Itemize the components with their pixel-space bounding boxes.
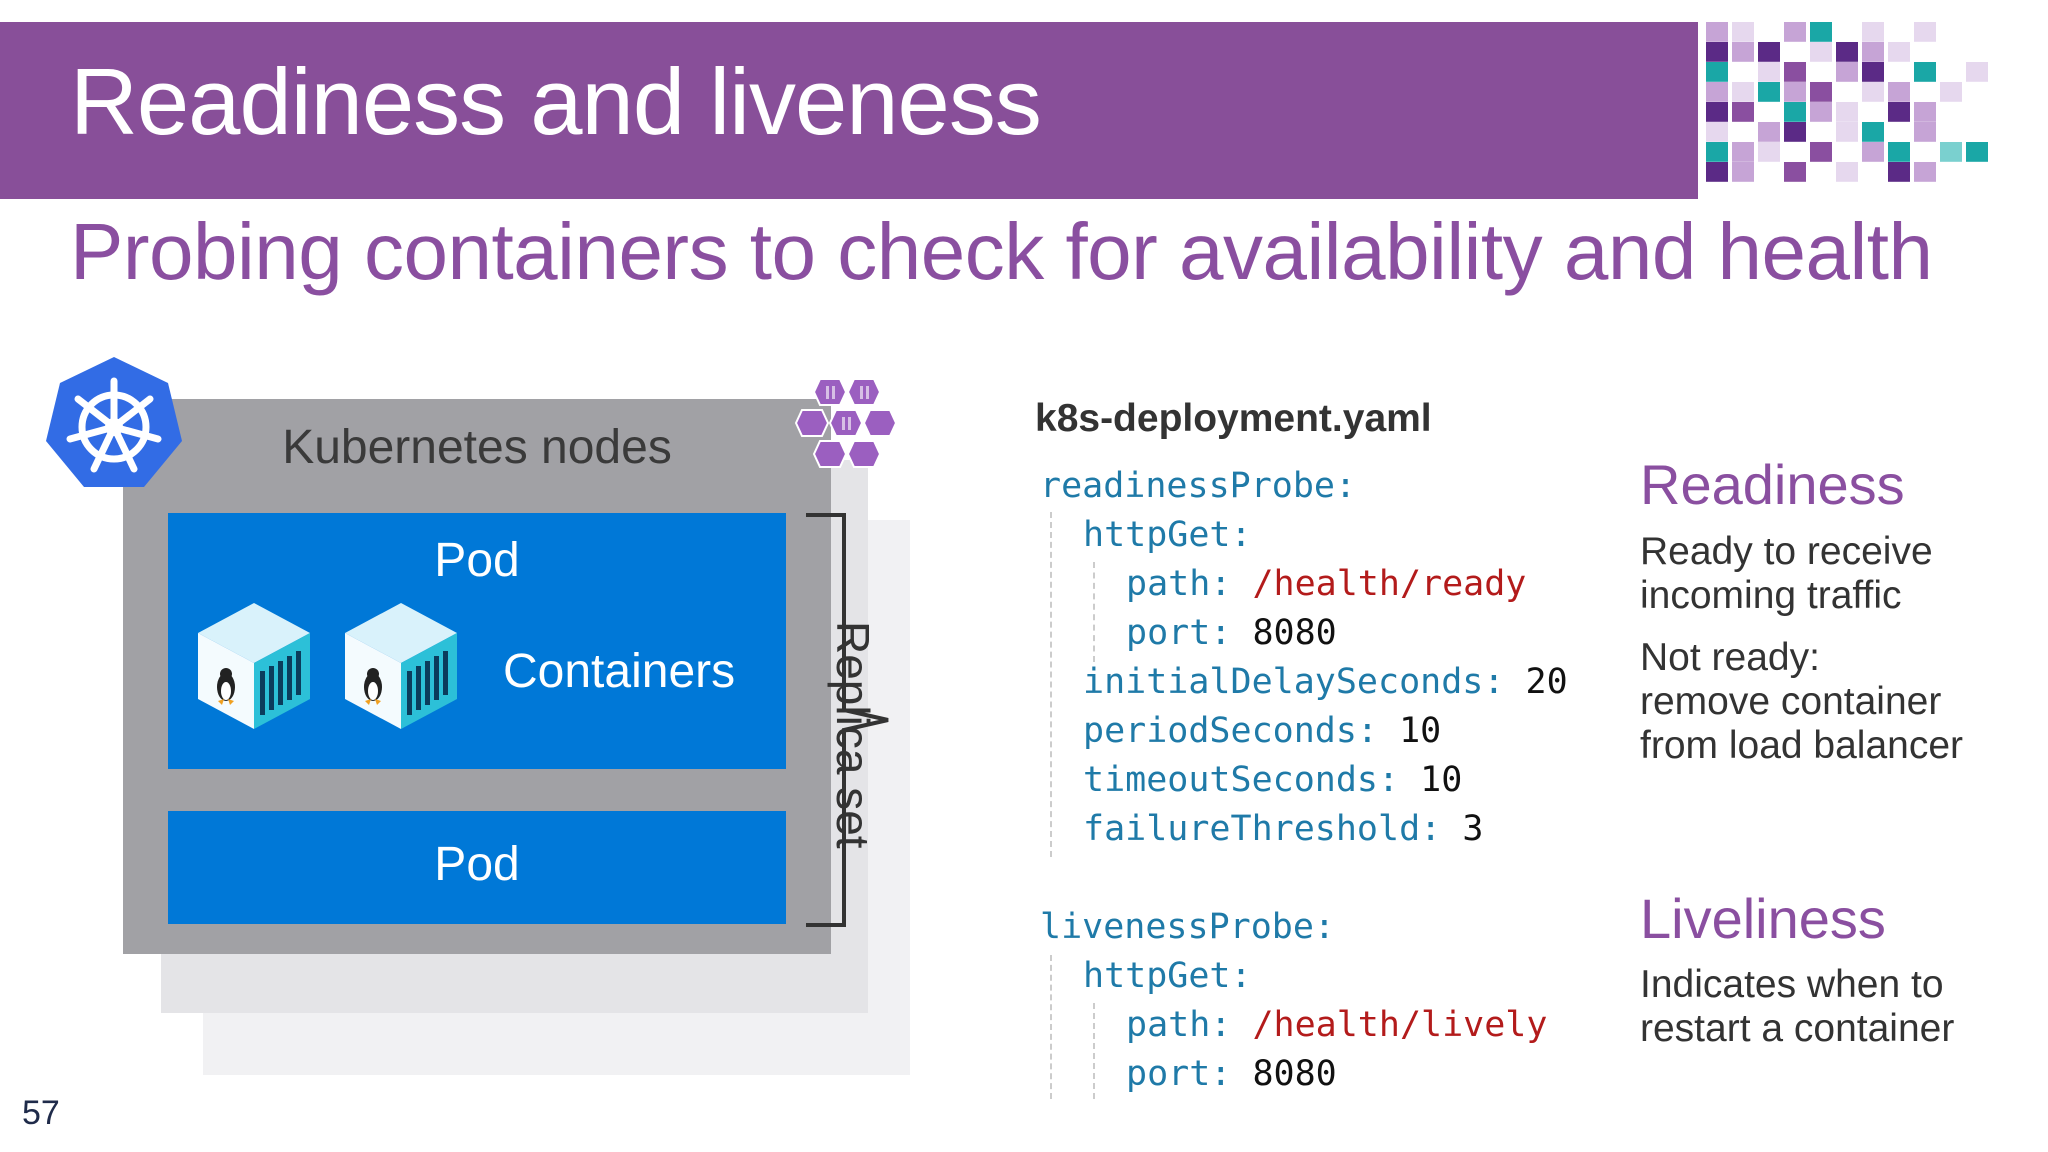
mosaic-tile	[1914, 122, 1936, 142]
mosaic-tile	[1706, 42, 1728, 62]
mosaic-tile	[1810, 82, 1832, 102]
mosaic-tile	[1888, 82, 1910, 102]
mosaic-tile	[1784, 62, 1806, 82]
indent-guide	[1050, 512, 1052, 857]
code-line: httpGet:	[1083, 956, 1252, 996]
mosaic-tile	[1706, 142, 1728, 162]
slide-subtitle: Probing containers to check for availabi…	[70, 207, 1933, 296]
code-line: path: /health/ready	[1126, 564, 1527, 604]
slide-title: Readiness and liveness	[70, 49, 1042, 154]
decorative-mosaic-icon	[1706, 22, 1988, 182]
mosaic-tile	[1706, 62, 1728, 82]
mosaic-tile	[1888, 42, 1910, 62]
replica-set-label: Replica set	[827, 621, 879, 849]
mosaic-tile	[1862, 42, 1884, 62]
pod-bottom: Pod	[168, 811, 786, 924]
mosaic-tile	[1966, 142, 1988, 162]
mosaic-tile	[1784, 22, 1806, 42]
mosaic-tile	[1836, 42, 1858, 62]
mosaic-tile	[1940, 142, 1962, 162]
mosaic-tile	[1732, 142, 1754, 162]
mosaic-tile	[1836, 122, 1858, 142]
mosaic-tile	[1914, 22, 1936, 42]
mosaic-tile	[1706, 22, 1728, 42]
mosaic-tile	[1706, 102, 1728, 122]
code-line: port: 8080	[1126, 1054, 1337, 1094]
mosaic-tile	[1862, 142, 1884, 162]
mosaic-tile	[1706, 82, 1728, 102]
mosaic-tile	[1706, 122, 1728, 142]
mosaic-tile	[1784, 122, 1806, 142]
linux-penguin-icon	[364, 668, 382, 705]
mosaic-tile	[1836, 102, 1858, 122]
code-line: periodSeconds: 10	[1083, 711, 1442, 751]
mosaic-tile	[1888, 102, 1910, 122]
code-line: port: 8080	[1126, 613, 1337, 653]
mosaic-tile	[1888, 142, 1910, 162]
containers-label: Containers	[503, 645, 736, 698]
mosaic-tile	[1758, 82, 1780, 102]
container-icon	[198, 603, 310, 729]
mosaic-tile	[1784, 162, 1806, 182]
mosaic-tile	[1784, 102, 1806, 122]
mosaic-tile	[1758, 62, 1780, 82]
linux-penguin-icon	[217, 668, 235, 705]
code-line: initialDelaySeconds: 20	[1083, 662, 1568, 702]
mosaic-tile	[1966, 62, 1988, 82]
mosaic-tile	[1810, 142, 1832, 162]
indent-guide	[1093, 1003, 1095, 1099]
mosaic-tile	[1732, 162, 1754, 182]
mosaic-tile	[1862, 62, 1884, 82]
kubernetes-logo-icon	[46, 357, 182, 487]
mosaic-tile	[1732, 42, 1754, 62]
mosaic-tile	[1810, 22, 1832, 42]
mosaic-tile	[1914, 62, 1936, 82]
readiness-description: Ready to receive incoming traffic Not re…	[1640, 530, 1964, 767]
code-line: failureThreshold: 3	[1083, 809, 1484, 849]
mosaic-tile	[1810, 102, 1832, 122]
code-line: readinessProbe:	[1040, 466, 1357, 506]
mosaic-tile	[1836, 162, 1858, 182]
container-cluster-icon	[794, 378, 898, 468]
liveliness-heading: Liveliness	[1640, 887, 1886, 950]
mosaic-tile	[1732, 102, 1754, 122]
mosaic-tile	[1940, 82, 1962, 102]
pod-bottom-label: Pod	[434, 838, 520, 891]
mosaic-tile	[1888, 162, 1910, 182]
page-number: 57	[22, 1094, 60, 1132]
mosaic-tile	[1758, 122, 1780, 142]
mosaic-tile	[1862, 22, 1884, 42]
title-banner	[0, 22, 1698, 199]
readiness-heading: Readiness	[1640, 453, 1905, 516]
liveliness-description: Indicates when to restart a container	[1640, 963, 1955, 1050]
code-line: httpGet:	[1083, 515, 1252, 555]
indent-guide	[1050, 955, 1052, 1099]
mosaic-tile	[1758, 142, 1780, 162]
kubernetes-nodes-label: Kubernetes nodes	[282, 421, 672, 474]
mosaic-tile	[1784, 82, 1806, 102]
mosaic-tile	[1758, 42, 1780, 62]
container-icon	[345, 603, 457, 729]
code-line: path: /health/lively	[1126, 1005, 1548, 1045]
mosaic-tile	[1732, 82, 1754, 102]
mosaic-tile	[1914, 162, 1936, 182]
pod-top-label: Pod	[434, 534, 520, 587]
code-line: livenessProbe:	[1040, 907, 1336, 947]
mosaic-tile	[1914, 102, 1936, 122]
yaml-filename: k8s-deployment.yaml	[1035, 397, 1432, 440]
replica-set-bracket	[806, 513, 889, 927]
indent-guide	[1093, 562, 1095, 662]
mosaic-tile	[1862, 82, 1884, 102]
code-line: timeoutSeconds: 10	[1083, 760, 1463, 800]
mosaic-tile	[1732, 22, 1754, 42]
mosaic-tile	[1810, 42, 1832, 62]
mosaic-tile	[1836, 62, 1858, 82]
mosaic-tile	[1706, 162, 1728, 182]
mosaic-tile	[1862, 122, 1884, 142]
